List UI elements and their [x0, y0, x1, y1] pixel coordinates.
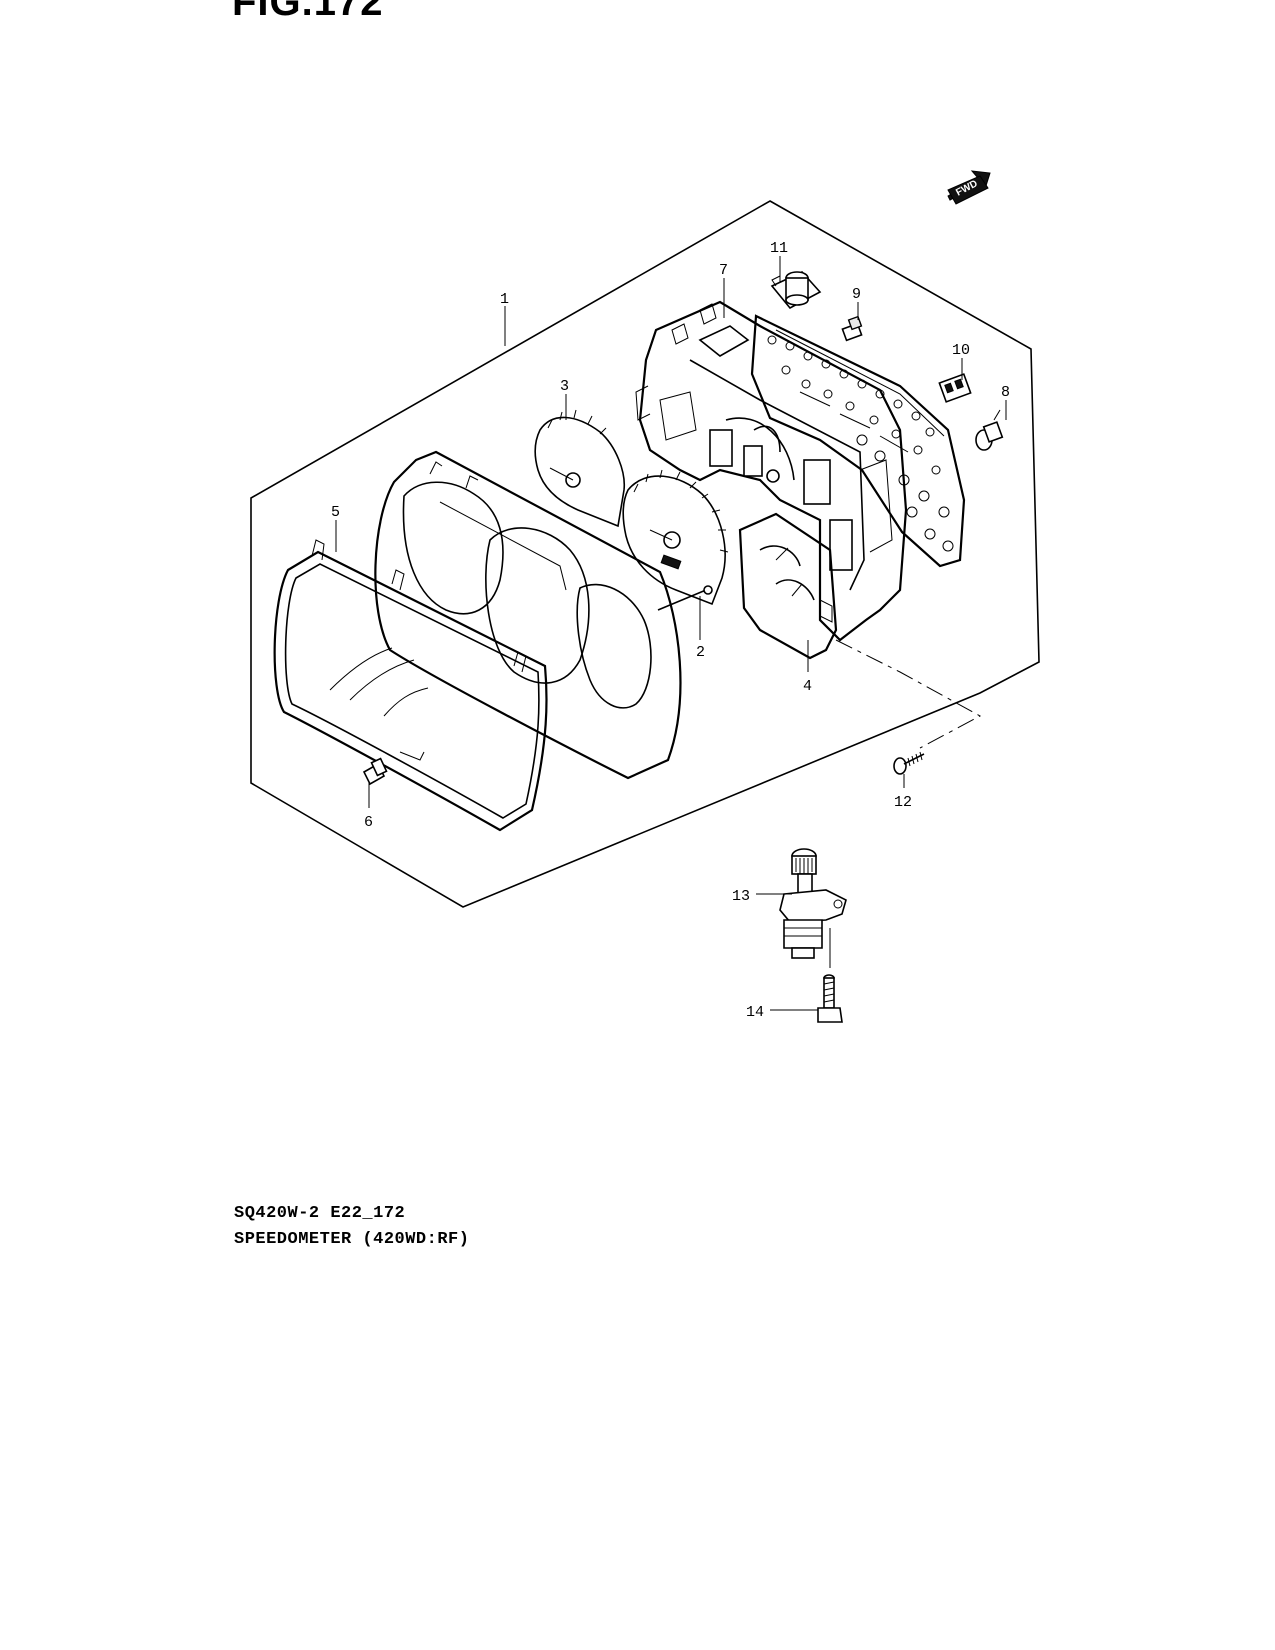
printed-circuit-board: [750, 314, 966, 568]
fuel-gauge-plate: [534, 409, 626, 528]
callout-4: 4: [803, 678, 812, 695]
connector-icon: [938, 373, 972, 403]
bolt-icon: [817, 974, 843, 1023]
bulb-icon: [975, 409, 1004, 451]
fwd-arrow-icon: FWD: [947, 170, 991, 205]
callout-12: 12: [894, 794, 912, 811]
callout-3: 3: [560, 378, 569, 395]
callout-1: 1: [500, 291, 509, 308]
buzzer-icon: [770, 271, 822, 310]
assembly-outline: [250, 200, 1040, 908]
circuit-housing: [635, 300, 908, 642]
callout-14: 14: [746, 1004, 764, 1021]
callout-10: 10: [952, 342, 970, 359]
speedometer-dial: [622, 469, 729, 611]
meter-case: [374, 450, 682, 780]
callout-6: 6: [364, 814, 373, 831]
callout-13: 13: [732, 888, 750, 905]
speed-sensor: [779, 848, 847, 959]
callout-8: 8: [1001, 384, 1010, 401]
figure-title: FIG.172: [232, 0, 384, 24]
callout-11: 11: [770, 240, 788, 257]
screw-leader-line: [835, 639, 982, 749]
callout-leaders: [335, 256, 1007, 1011]
callout-7: 7: [719, 262, 728, 279]
lens-cover: [273, 539, 548, 832]
figure-code: SQ420W-2 E22_172: [234, 1204, 406, 1223]
callout-2: 2: [696, 644, 705, 661]
callout-5: 5: [331, 504, 340, 521]
callout-9: 9: [852, 286, 861, 303]
screw-6-icon: [362, 757, 388, 786]
temp-gauge-plate: [738, 512, 838, 660]
screw-12-icon: [893, 751, 925, 775]
figure-name: SPEEDOMETER (420WD:RF): [234, 1230, 470, 1249]
socket-icon: [841, 315, 863, 342]
